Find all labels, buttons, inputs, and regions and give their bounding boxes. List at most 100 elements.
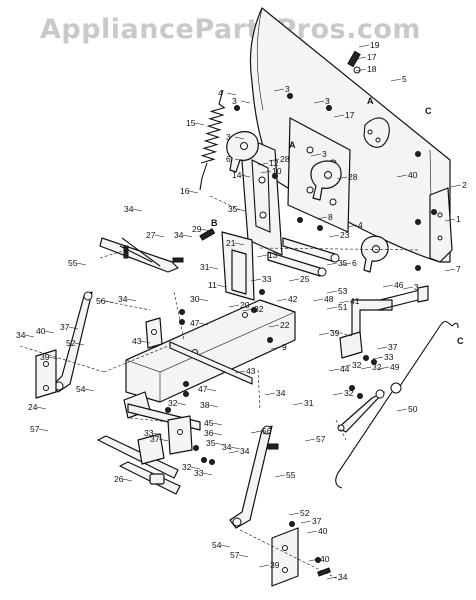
callout-8: 8 (328, 212, 333, 222)
callout-47: 47 (198, 384, 208, 394)
leader-line (444, 268, 456, 272)
callout-2: 2 (462, 180, 467, 190)
leader-line (318, 332, 330, 336)
callout-33: 33 (194, 468, 204, 478)
handle-lever (99, 237, 179, 273)
leader-line (212, 422, 223, 426)
callout-55: 55 (286, 470, 296, 480)
leader-line (396, 174, 408, 178)
leader-line (306, 530, 318, 534)
leader-line (444, 218, 456, 222)
callout-55: 55 (68, 258, 78, 268)
letter-b: B (211, 218, 218, 228)
callout-32: 32 (352, 360, 362, 370)
leader-line (316, 216, 328, 220)
leader-line (396, 408, 408, 412)
leader-line (234, 370, 246, 374)
callout-34: 34 (118, 294, 128, 304)
leader-line (76, 262, 87, 266)
leader-line (270, 346, 282, 350)
leader-line (220, 544, 231, 548)
leader-line (230, 446, 241, 450)
callout-3: 3 (226, 132, 231, 142)
leader-line (198, 298, 209, 302)
callout-32: 32 (344, 388, 354, 398)
callout-57: 57 (316, 434, 326, 444)
leader-line (190, 466, 201, 470)
callout-10: 10 (272, 166, 282, 176)
callout-4: 4 (218, 88, 223, 98)
callout-32: 32 (254, 304, 264, 314)
callout-34: 34 (222, 442, 232, 452)
callout-20: 20 (240, 300, 250, 310)
callout-29: 29 (192, 224, 202, 234)
pivot-pins (267, 237, 340, 277)
pivot-rod (127, 403, 201, 455)
leader-line (300, 520, 312, 524)
callout-32: 32 (168, 398, 178, 408)
leader-line (402, 286, 414, 290)
leader-line (360, 366, 372, 370)
leader-line (310, 153, 322, 157)
leader-line (198, 322, 209, 326)
callout-46: 46 (394, 280, 404, 290)
leader-line (358, 44, 370, 48)
leader-line (355, 56, 367, 60)
callout-34: 34 (338, 572, 348, 582)
cross-rod (169, 341, 253, 385)
leader-line (338, 300, 350, 304)
leader-line (154, 234, 165, 238)
leader-line (140, 340, 151, 344)
lower-lever (229, 425, 273, 529)
callout-27: 27 (146, 230, 156, 240)
callout-34: 34 (174, 230, 184, 240)
callout-30: 30 (190, 294, 200, 304)
leader-line (132, 208, 143, 212)
leader-line (208, 404, 219, 408)
callout-57: 57 (30, 424, 40, 434)
callout-3: 3 (322, 149, 327, 159)
alignment-lines (19, 195, 421, 581)
leader-line (333, 114, 345, 118)
leader-line (234, 242, 245, 246)
callout-25: 25 (300, 274, 310, 284)
callout-37: 37 (312, 516, 322, 526)
leader-line (240, 174, 251, 178)
callout-41: 41 (350, 296, 360, 306)
leader-line (308, 558, 320, 562)
letter-c: C (425, 106, 432, 116)
leader-line (214, 442, 225, 446)
callout-23: 23 (340, 230, 350, 240)
leader-line (242, 308, 254, 312)
trip-latch-left (226, 131, 259, 173)
callout-3: 3 (232, 96, 237, 106)
left-lift-lever (35, 291, 93, 399)
leader-line (382, 284, 394, 288)
leader-line (240, 100, 251, 104)
leader-line (336, 176, 348, 180)
leader-line (328, 234, 340, 238)
leader-line (212, 432, 223, 436)
leader-line (268, 324, 280, 328)
leader-line (200, 228, 211, 232)
leader-line (250, 278, 262, 282)
callout-35: 35 (206, 438, 216, 448)
leader-line (273, 88, 285, 92)
callout-44: 44 (340, 364, 350, 374)
leader-line (234, 158, 245, 162)
callout-22: 22 (280, 320, 290, 330)
callout-35: 35 (338, 258, 348, 268)
callout-6: 6 (352, 258, 357, 268)
leader-line (268, 158, 280, 162)
leader-line (288, 512, 300, 516)
watermark: AppliancePartsPros.com (40, 14, 422, 45)
leader-line (176, 402, 187, 406)
lift-linkage (97, 433, 181, 495)
callout-17: 17 (367, 52, 377, 62)
callout-31: 31 (200, 262, 210, 272)
callout-34: 34 (240, 446, 250, 456)
leader-line (74, 342, 85, 346)
trip-latch-right (310, 160, 342, 201)
